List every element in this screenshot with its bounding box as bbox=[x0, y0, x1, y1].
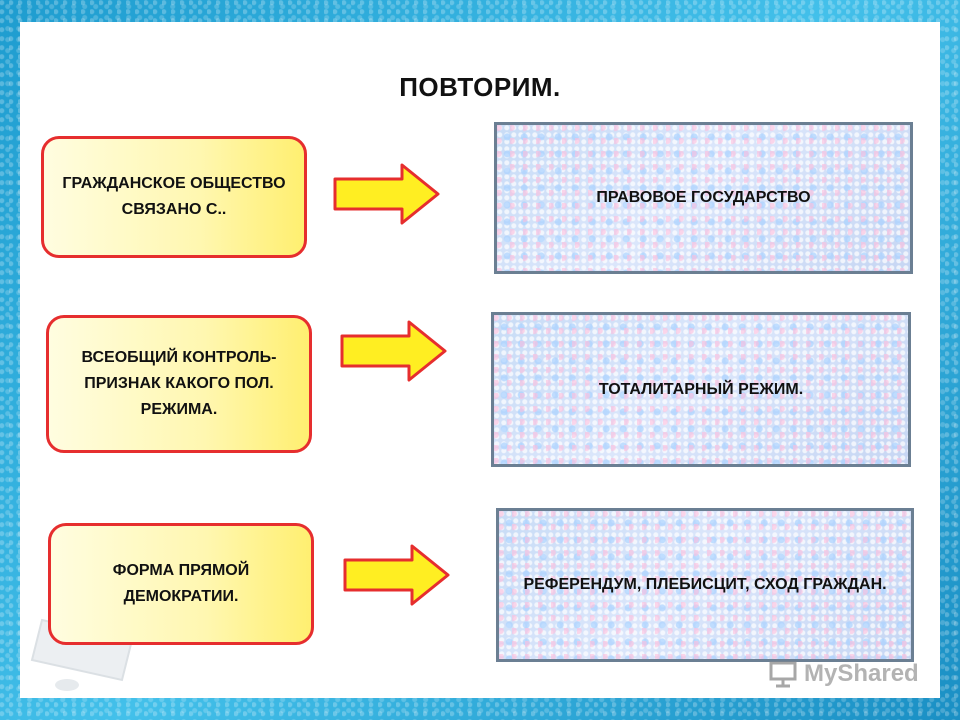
watermark-logo: MyShared bbox=[768, 656, 928, 692]
watermark-logo-text: MyShared bbox=[804, 660, 919, 687]
page-title: ПОВТОРИМ. bbox=[399, 72, 561, 102]
arrow-right-icon bbox=[340, 320, 447, 382]
question-box-3[interactable]: ФОРМА ПРЯМОЙ ДЕМОКРАТИИ. bbox=[48, 523, 314, 645]
answer-box-1[interactable]: ПРАВОВОЕ ГОСУДАРСТВО bbox=[494, 122, 913, 274]
arrow-right-icon bbox=[333, 163, 440, 225]
question-box-2[interactable]: ВСЕОБЩИЙ КОНТРОЛЬ- ПРИЗНАК КАКОГО ПОЛ. Р… bbox=[46, 315, 312, 453]
question-box-1[interactable]: ГРАЖДАНСКОЕ ОБЩЕСТВО СВЯЗАНО С.. bbox=[41, 136, 307, 258]
answer-box-3[interactable]: РЕФЕРЕНДУМ, ПЛЕБИСЦИТ, СХОД ГРАЖДАН. bbox=[496, 508, 914, 662]
arrow-right-icon bbox=[343, 544, 450, 606]
answer-box-2[interactable]: ТОТАЛИТАРНЫЙ РЕЖИМ. bbox=[491, 312, 911, 467]
presentation-screen-icon bbox=[769, 661, 797, 688]
